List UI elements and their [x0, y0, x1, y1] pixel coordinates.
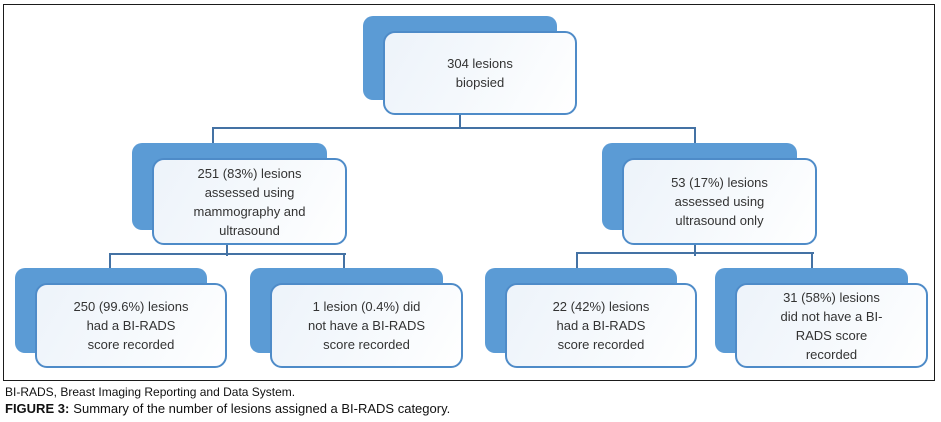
connector-drop-us-only-scored [576, 252, 578, 270]
connector-drop-us-only-unscored [811, 252, 813, 270]
node-text: 22 (42%) lesions had a BI-RADS score rec… [552, 299, 650, 352]
node-card: 251 (83%) lesions assessed using mammogr… [152, 158, 347, 245]
node-text: 31 (58%) lesions did not have a BI- RADS… [780, 289, 883, 362]
connector-drop-mammo-us-unscored [343, 253, 345, 270]
connector-drop-mammo-us-scored [109, 253, 111, 270]
node-text: 53 (17%) lesions assessed using ultrasou… [671, 175, 768, 228]
connector-us-only-stub [694, 244, 696, 256]
node-text: 304 lesions biopsied [447, 56, 513, 90]
connector-right-horizontal [576, 252, 814, 254]
connector-mammo-us-stub [226, 244, 228, 256]
connector-drop-mammo-us [212, 127, 214, 145]
connector-level1-horizontal [212, 127, 696, 129]
node-card: 22 (42%) lesions had a BI-RADS score rec… [505, 283, 697, 368]
node-text: 250 (99.6%) lesions had a BI-RADS score … [73, 299, 189, 352]
node-card: 31 (58%) lesions did not have a BI- RADS… [735, 283, 928, 368]
connector-drop-us-only [694, 127, 696, 145]
figure-footnote: BI-RADS, Breast Imaging Reporting and Da… [5, 385, 296, 399]
node-card: 250 (99.6%) lesions had a BI-RADS score … [35, 283, 227, 368]
node-card: 304 lesions biopsied [383, 31, 577, 115]
node-text: 251 (83%) lesions assessed using mammogr… [193, 165, 306, 238]
figure-caption-label: FIGURE 3: [5, 401, 70, 416]
node-text: 1 lesion (0.4%) did not have a BI-RADS s… [307, 299, 426, 352]
connector-root-stub [459, 114, 461, 129]
node-card: 53 (17%) lesions assessed using ultrasou… [622, 158, 817, 245]
connector-left-horizontal [109, 253, 346, 255]
figure-caption-text: Summary of the number of lesions assigne… [73, 401, 451, 416]
node-card: 1 lesion (0.4%) did not have a BI-RADS s… [270, 283, 463, 368]
figure-caption: FIGURE 3:Summary of the number of lesion… [5, 401, 450, 416]
